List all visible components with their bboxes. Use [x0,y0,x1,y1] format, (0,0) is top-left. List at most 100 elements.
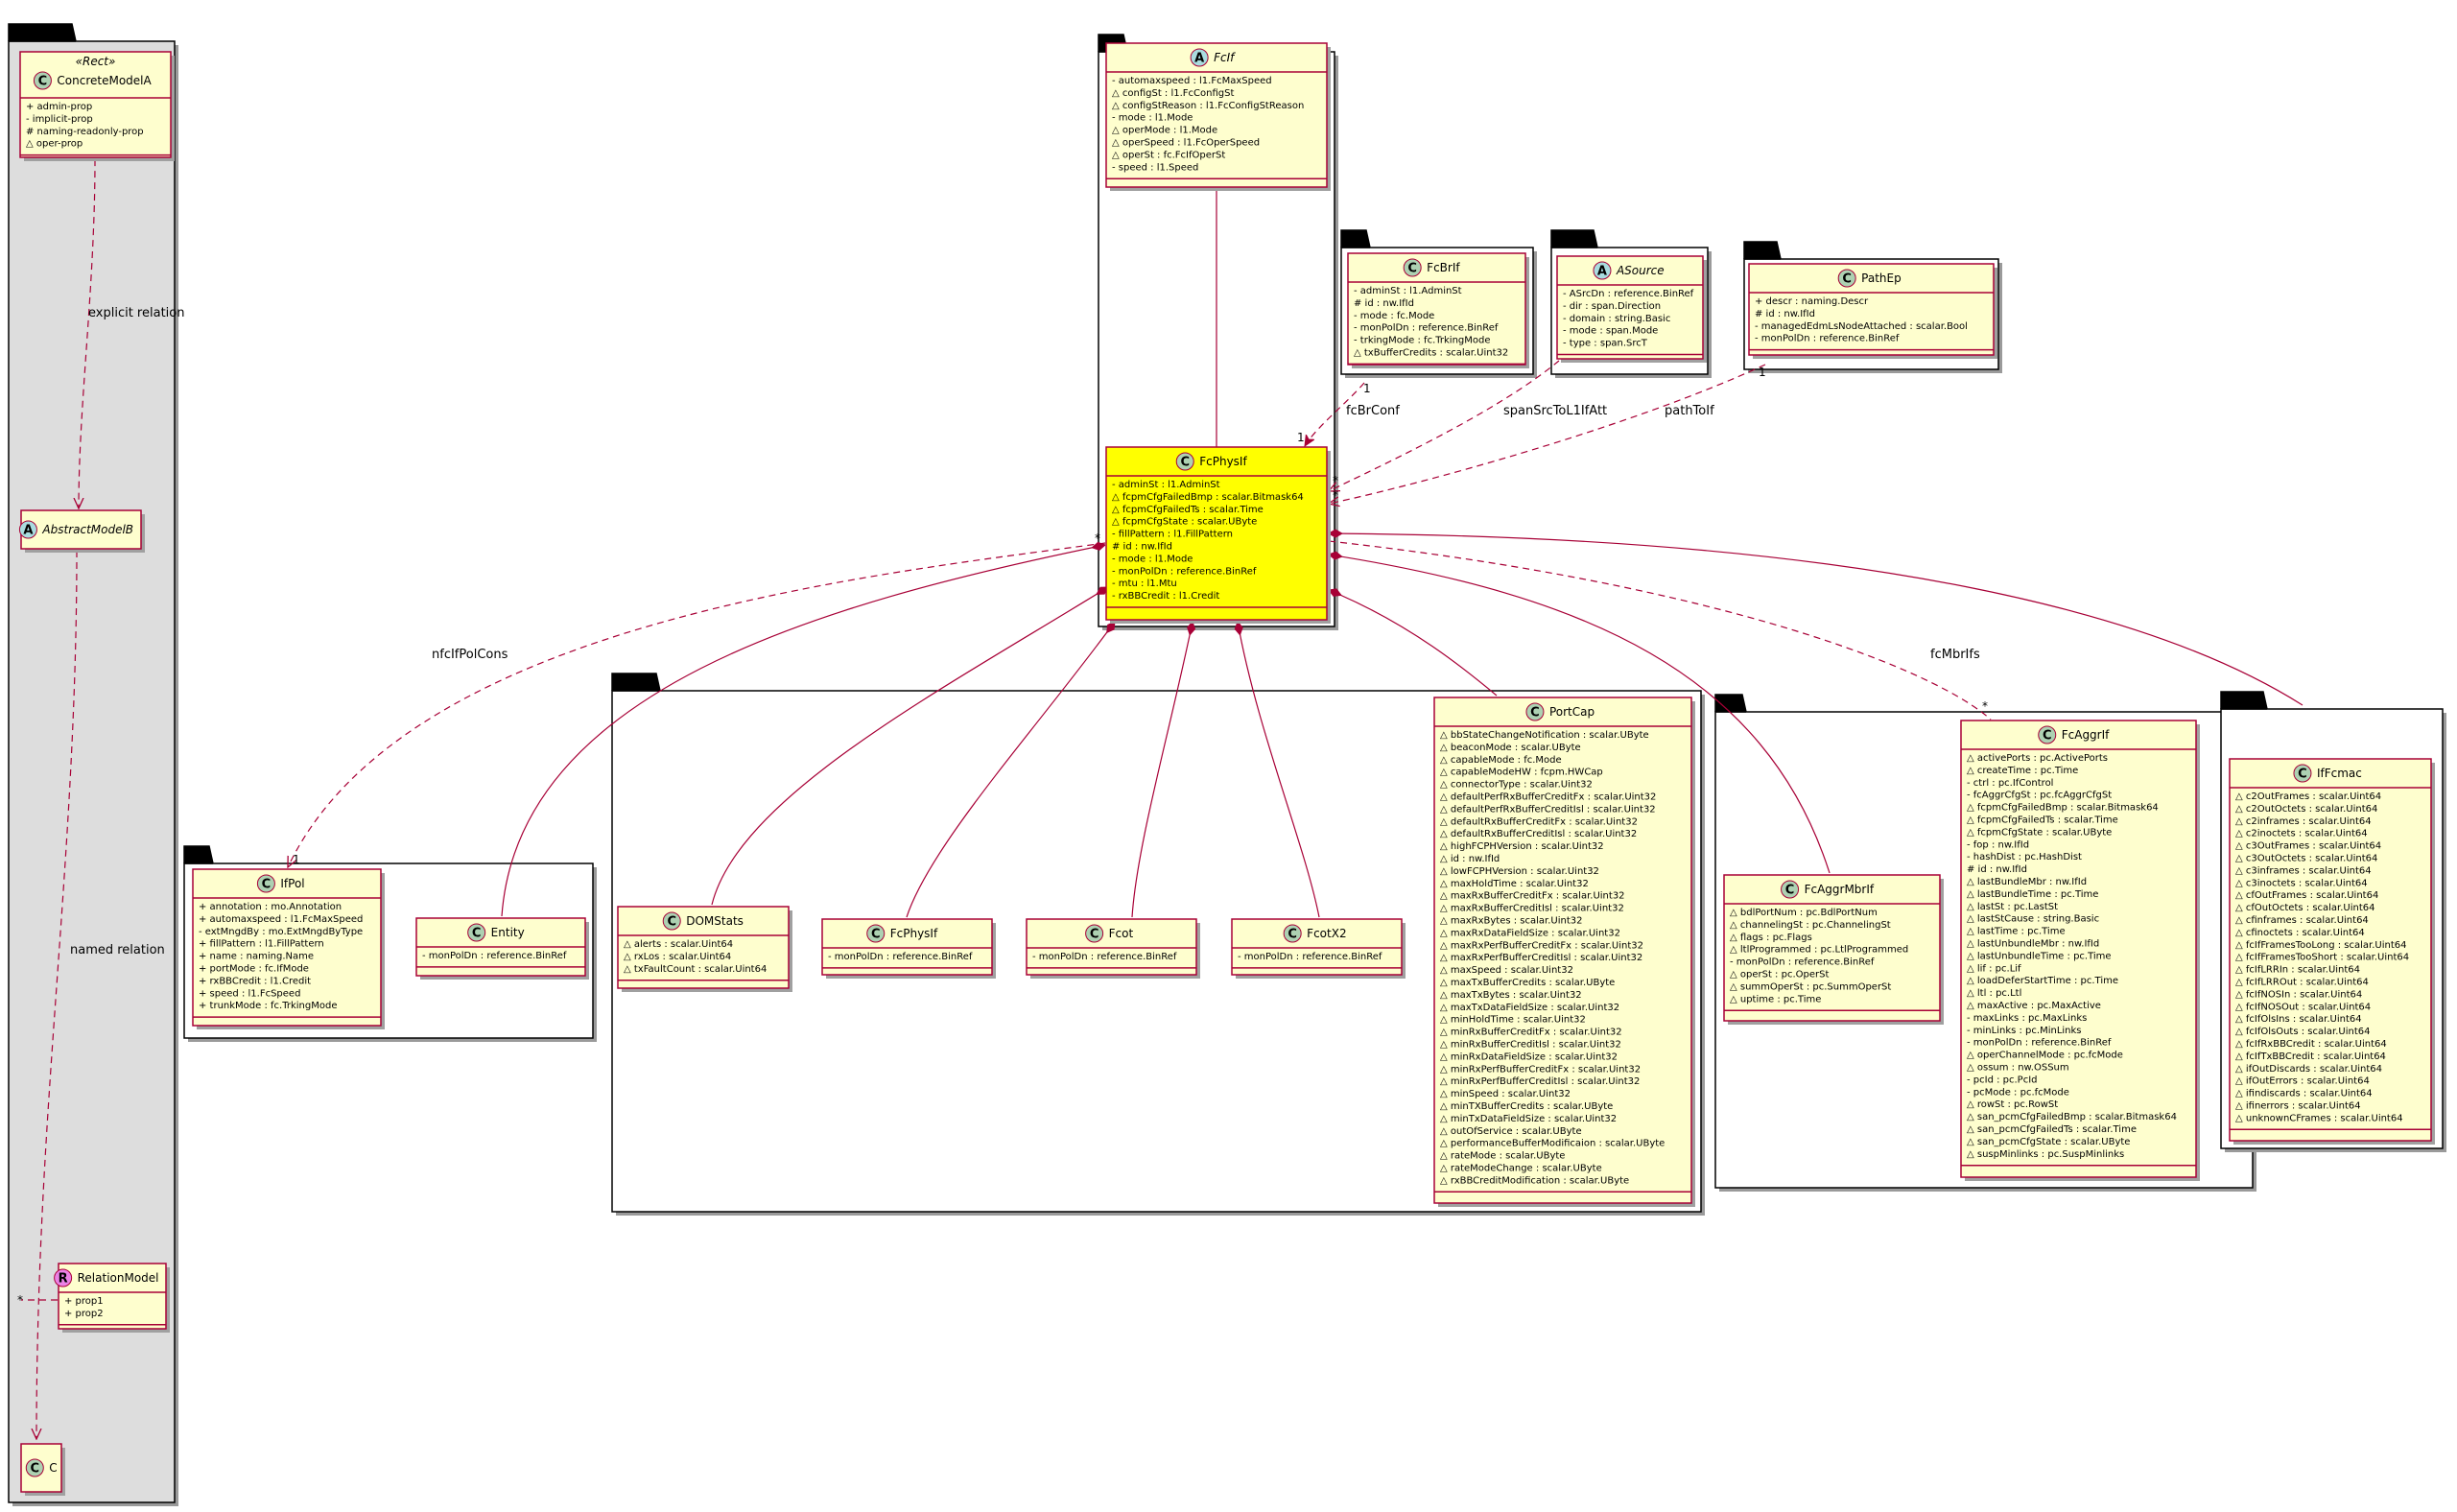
class-name: Fcot [1109,927,1134,940]
class-member: △ minRxBufferCreditIsl : scalar.Uint32 [1440,1040,1621,1051]
class-member: △ activePorts : pc.ActivePorts [1967,753,2108,764]
class-member: - adminSt : l1.AdminSt [1112,480,1220,490]
class-member: - monPolDn : reference.BinRef [1967,1038,2112,1049]
class-member: - trkingMode : fc.TrkingMode [1354,336,1491,346]
class-kind-badge-icon [866,924,886,943]
edge-pathtoif [1329,364,1766,504]
class-member: △ rateModeChange : scalar.UByte [1440,1164,1602,1174]
package-name-fcpm: fcpm [615,675,652,691]
class-member: - monPolDn : reference.BinRef [1112,566,1257,577]
class-member: △ lif : pc.Lif [1967,963,2021,974]
class-name: FcAggrMbrIf [1805,883,1875,896]
class-member: △ defaultRxBufferCreditFx : scalar.Uint3… [1440,816,1638,827]
class-member: + name : naming.Name [199,952,314,962]
edge-comp-iffcmac [1329,533,2303,706]
svg-text:C: C [2043,729,2052,744]
class-member: △ maxTxBytes : scalar.Uint32 [1440,990,1582,1001]
class-member: △ lastUnbundleMbr : nw.IfId [1967,939,2099,950]
edge-named-relation [36,550,78,1439]
edge-label-pathtoif: pathToIf [1665,404,1714,418]
class-member: + portMode : fc.IfMode [199,964,309,975]
multiplicity-ifpol-source: * [1095,532,1100,545]
class-member: - monPolDn : reference.BinRef [828,952,973,962]
svg-text:C: C [1785,884,1795,898]
class-member: △ maxActive : pc.MaxActive [1967,1001,2101,1011]
class-member: △ suspMinlinks : pc.SuspMinlinks [1967,1149,2124,1160]
class-name: PortCap [1549,705,1595,719]
class-member: △ fcpmCfgFailedBmp : scalar.Bitmask64 [1967,803,2159,814]
class-kind-badge-icon [467,923,486,942]
edge-spansrctol1ifatt [1329,360,1560,491]
class-kind-badge-icon [25,1458,44,1477]
class-name: PathEp [1861,272,1902,285]
class-name: IfFcmac [2317,767,2362,780]
class-member: △ ifOutErrors : scalar.Uint64 [2235,1076,2370,1087]
package-name-l2: l2 [1344,232,1358,248]
class-member: △ minRxPerfBufferCreditIsl : scalar.Uint… [1440,1076,1640,1087]
svg-text:R: R [59,1272,68,1287]
class-member: △ fcpmCfgState : scalar.UByte [1112,517,1257,528]
class-member: △ c3inoctets : scalar.Uint64 [2235,878,2368,888]
class-member: △ performanceBufferModificaion : scalar.… [1440,1139,1665,1149]
class-member: - mode : fc.Mode [1354,311,1434,321]
class-name: AbstractModelB [41,523,133,536]
svg-text:C: C [1090,928,1099,942]
class-member: △ rowSt : pc.RowSt [1967,1099,2058,1110]
class-member: △ maxRxDataFieldSize : scalar.Uint32 [1440,928,1620,938]
class-kind-badge-icon [1837,269,1856,288]
class-member: - mode : l1.Mode [1112,554,1193,564]
class-kind-badge-icon [18,520,37,539]
class-member: △ minTxDataFieldSize : scalar.Uint32 [1440,1114,1617,1124]
class-member: △ loadDeferStartTime : pc.Time [1967,976,2118,986]
class-member: △ ltlProgrammed : pc.LtlProgrammed [1730,945,1908,956]
class-member: - mode : span.Mode [1563,326,1658,337]
class-member: △ c2OutOctets : scalar.Uint64 [2235,804,2377,815]
class-member: △ operSt : fc.FcIfOperSt [1112,150,1225,160]
class-member: △ connectorType : scalar.Uint32 [1440,780,1593,791]
class-member: # naming-readonly-prop [26,127,144,137]
class-name: RelationModel [78,1271,159,1285]
class-member: △ minRxDataFieldSize : scalar.Uint32 [1440,1051,1618,1062]
class-member: △ san_pcmCfgFailedBmp : scalar.Bitmask64 [1967,1112,2177,1122]
class-legend-abstract[interactable]: A AbstractModelB [18,509,145,553]
svg-text:A: A [23,524,33,538]
edge-comp-domstats [711,587,1108,906]
edge-label-explicit-relation: explicit relation [88,306,184,320]
class-member: △ flags : pc.Flags [1730,933,1812,943]
svg-text:C: C [1842,272,1852,287]
class-member: △ maxRxBufferCreditFx : scalar.Uint32 [1440,891,1625,902]
class-member: △ minRxBufferCreditFx : scalar.Uint32 [1440,1028,1622,1038]
svg-text:C: C [472,927,482,941]
class-member: - type : span.SrcT [1563,339,1648,349]
class-member: △ minRxPerfBufferCreditFx : scalar.Uint3… [1440,1064,1641,1075]
class-member: - ctrl : pc.IfControl [1967,778,2053,789]
class-member: - speed : l1.Speed [1112,162,1198,173]
class-member: - rxBBCredit : l1.Credit [1112,591,1219,602]
class-member: △ rateMode : scalar.UByte [1440,1151,1565,1162]
class-member: △ bbStateChangeNotification : scalar.UBy… [1440,730,1649,741]
class-member: △ fcIfOlsIns : scalar.Uint64 [2235,1014,2362,1025]
class-member: △ rxBBCreditModification : scalar.UByte [1440,1175,1629,1186]
class-member: △ ifindiscards : scalar.Uint64 [2235,1089,2373,1099]
multiplicity-fcbrconf-target: 1 [1297,431,1305,444]
class-member: △ ifOutDiscards : scalar.Uint64 [2235,1064,2382,1075]
edge-nfcifpolcons [288,542,1106,867]
